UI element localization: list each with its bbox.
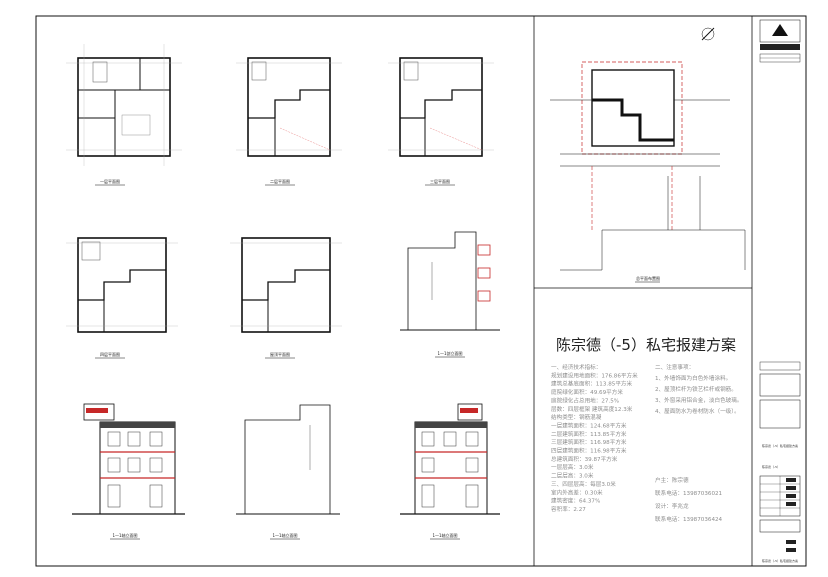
spec-line: 一层建筑面积：124.68平方米: [551, 421, 627, 429]
floor-plan-2: 二层平面图: [236, 57, 342, 186]
note-line: 4、屋面防水为卷材防水（一级）。: [655, 407, 740, 415]
site-plan: 总平面布置图: [550, 27, 746, 283]
spec-line: 建筑密度：64.37%: [551, 497, 600, 505]
elev-title-front: 1—1轴立面图: [112, 532, 137, 538]
section-elevation: 1—1剖立面图: [400, 231, 500, 358]
spec-line: 结构类型：钢筋混凝: [551, 413, 602, 421]
notes-heading: 二、注意事项：: [655, 363, 694, 371]
spec-heading: 一、经济技术指标：: [551, 363, 601, 371]
plan-title-roof: 屋顶平面图: [270, 351, 290, 357]
elev-title-rear: 1—1轴立面图: [272, 532, 297, 538]
plan-title-floor2: 二层平面图: [270, 178, 290, 184]
roof-plan: 屋顶平面图: [230, 237, 342, 359]
company-logo-icon: [772, 24, 788, 36]
note-line: 3、外窗采用铝合金，淡白色玻璃。: [655, 396, 742, 404]
project-title: 陈宗德（-5）私宅报建方案: [556, 336, 736, 354]
plan-title-floor4: 四层平面图: [100, 351, 120, 357]
spec-line: 四层建筑面积：116.98平方米: [551, 447, 627, 455]
spec-line: 建筑总基底面积：113.85平方米: [551, 380, 633, 388]
titleblock-project: 陈宗德（-5）私宅报建方案: [762, 443, 798, 448]
spec-line: 庭院绿化占总用地：27.5%: [551, 396, 619, 404]
owner-label: 户主：陈宗德: [655, 476, 689, 484]
plan-title-site: 总平面布置图: [636, 275, 660, 281]
owner-phone: 联系电话：13987036021: [655, 489, 723, 497]
spec-line: 二层建筑面积：113.85平方米: [551, 430, 627, 438]
front-elevation: 1—1轴立面图: [72, 403, 185, 540]
spec-line: 一层层高：3.0米: [551, 463, 594, 471]
floor-plan-3: 三层平面图: [388, 57, 494, 186]
rear-elevation: 1—1轴立面图: [236, 404, 340, 540]
titleblock-owner: 陈宗德（-5）: [762, 464, 780, 469]
plan-title-floor3: 三层平面图: [430, 178, 450, 184]
designer-label: 设计：李兆龙: [655, 502, 689, 510]
title-block: 陈宗德（-5）私宅报建方案 陈宗德（-5） 陈宗德（-5）私宅报建方案: [759, 19, 801, 563]
spec-line: 庭院绿化面积：49.69平方米: [551, 388, 623, 396]
spec-line: 室内外高差：0.30米: [551, 488, 603, 496]
spec-list: 一、经济技术指标：规划建设用地面积：176.86平方米建筑总基底面积：113.8…: [551, 363, 742, 523]
plan-title-floor1: 一层平面图: [100, 178, 120, 184]
designer-phone: 联系电话：13987036424: [655, 515, 723, 523]
floor-plan-4: 四层平面图: [66, 237, 178, 359]
north-arrow-icon: [701, 27, 715, 41]
spec-line: 三层建筑面积：116.98平方米: [551, 438, 627, 446]
note-line: 1、外墙饰面为白色外墙涂料。: [655, 374, 731, 382]
note-line: 2、屋顶栏杆为铁艺栏杆或钢筋。: [655, 385, 737, 393]
elev-title-side: 1—1轴立面图: [432, 532, 457, 538]
elev-title-section: 1—1剖立面图: [437, 350, 462, 356]
sheet-border: [35, 15, 807, 567]
spec-line: 层数：四层框架 建筑高度12.3米: [551, 405, 633, 413]
spec-line: 三、四层层高：每层3.0米: [551, 480, 616, 488]
spec-line: 总建筑面积：39.87平方米: [551, 455, 618, 463]
spec-line: 容积率：2.27: [551, 505, 586, 513]
floor-plan-1: 一层平面图: [66, 44, 182, 186]
titleblock-bottom: 陈宗德（-5）私宅报建方案: [762, 558, 798, 563]
side-elevation: 1—1轴立面图: [400, 403, 500, 540]
spec-line: 规划建设用地面积：176.86平方米: [551, 371, 638, 379]
spec-line: 二层层高：3.0米: [551, 472, 594, 480]
titleblock-grid: [759, 475, 801, 517]
